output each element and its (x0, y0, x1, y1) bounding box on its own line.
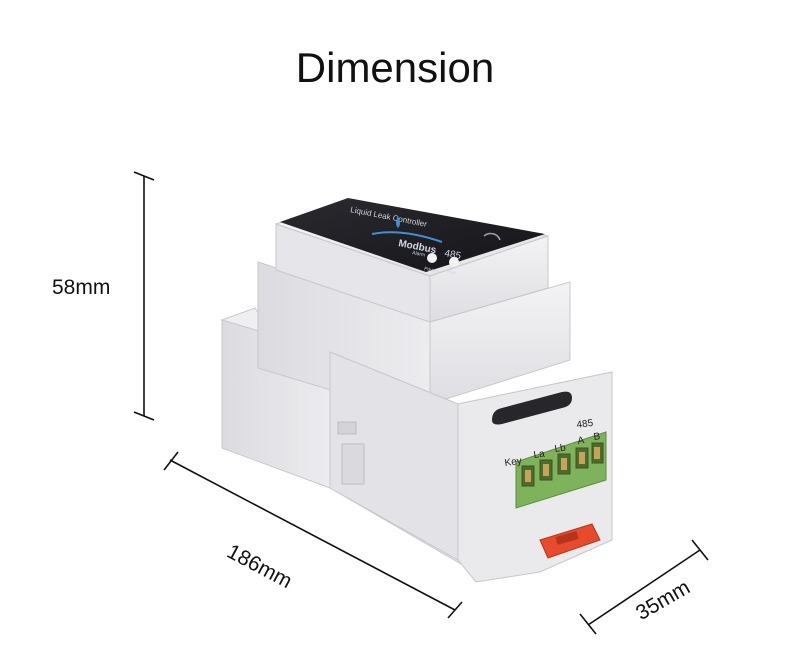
terminal-screw-la[interactable] (539, 459, 553, 481)
din-rail-clip[interactable] (539, 523, 601, 559)
page-title: Dimension (295, 44, 495, 91)
terminal-screw-b[interactable] (591, 442, 604, 464)
terminal-screw-key[interactable] (521, 465, 535, 487)
terminal-label-b: B (593, 431, 601, 443)
power-led-icon (427, 253, 437, 263)
front-label-panel: Liquid Leak Controller Modbus 485 Alarm … (280, 198, 545, 277)
pair-key-button[interactable] (492, 391, 572, 425)
depth-dimension-line (579, 539, 709, 635)
terminal-label-lb: Lb (554, 442, 567, 455)
terminal-label-la: La (533, 448, 546, 461)
terminal-block: Key La Lb 485 A B (504, 418, 607, 509)
terminal-label-key: Key (504, 456, 523, 469)
terminal-label-a: A (577, 435, 585, 447)
led-label-pair: Pair (447, 269, 457, 277)
pair-led-icon (449, 257, 459, 267)
led-label-alarm: Alarm (412, 250, 426, 258)
terminal-screw-lb[interactable] (557, 453, 571, 475)
terminal-group-label: 485 (576, 418, 594, 431)
water-drop-icon (396, 216, 400, 228)
led-label-power: Power (424, 266, 439, 275)
height-dimension-line (133, 171, 155, 421)
height-dimension-label: 58mm (52, 276, 111, 299)
length-dimension-line (163, 451, 463, 619)
wireless-icon (483, 232, 501, 241)
terminal-screw-a[interactable] (575, 447, 589, 469)
wave-icon (371, 231, 443, 243)
